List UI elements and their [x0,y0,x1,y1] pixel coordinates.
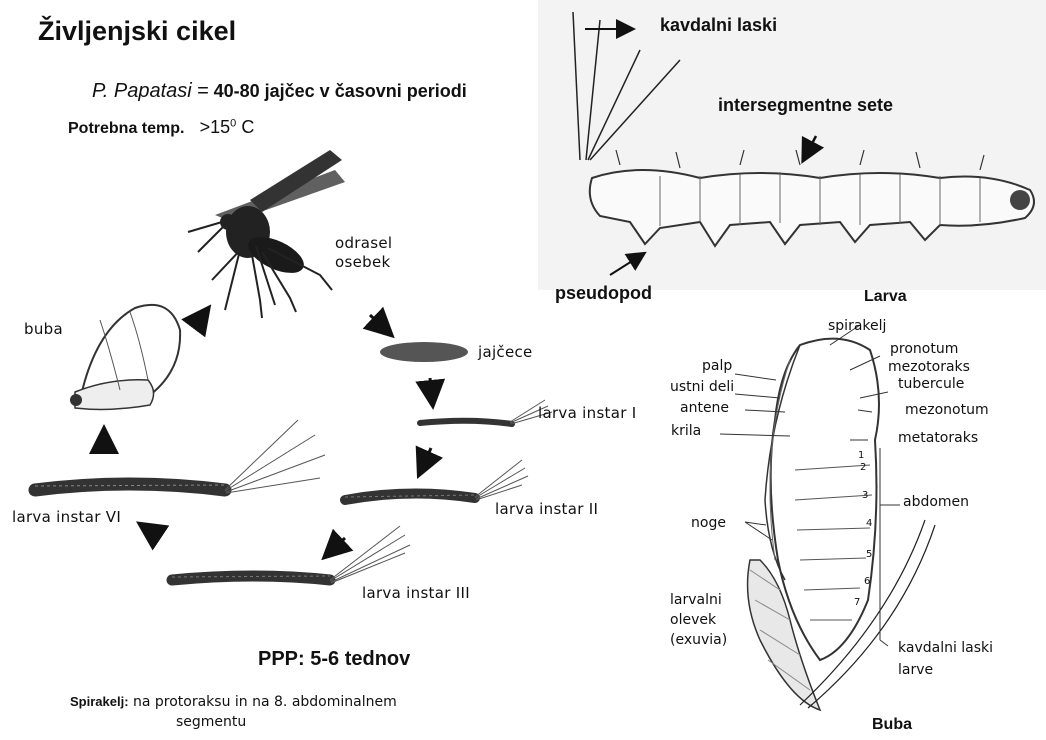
larva-instar-3-illustration [172,526,410,583]
pupa-pronotum-label: pronotum [890,341,958,357]
segment-number-5: 5 [866,549,872,560]
pupa-spiracle-label: spirakelj [828,318,886,334]
segment-number-1: 1 [858,450,864,461]
pupa-exuvia-label-line2: olevek [670,612,716,628]
segment-number-3: 3 [862,490,868,501]
adult-label-line2: osebek [335,253,390,271]
temperature-line: Potrebna temp. >150 C [68,117,254,138]
segment-number-4: 4 [866,518,872,529]
page-title: Življenjski cikel [38,16,236,47]
pupa-mezotoraks-label: mezotoraks [888,359,970,375]
egg-illustration [380,342,468,362]
egg-label: jajčece [478,343,533,361]
segment-number-6: 6 [864,576,870,587]
spiracle-note-label: Spirakelj: [70,694,129,709]
segment-number-7: 7 [854,597,860,608]
larva-pseudopod-label: pseudopod [555,283,652,304]
pupa-mouthparts-label: ustni deli [670,379,734,395]
equals-sign: = [197,80,209,102]
larva-instar-2-label: larva instar II [495,500,598,518]
larva-caudal-label: kavdalni laski [660,15,777,36]
pupa-noge-label: noge [691,515,726,531]
pupa-krila-label: krila [671,423,701,439]
ppp-duration: PPP: 5-6 tednov [258,648,410,671]
pupa-caption: Buba [872,716,912,734]
temperature-superscript: 0 [230,118,236,130]
pupa-exuvia-label-line1: larvalni [670,592,722,608]
pupa-caudal-label-line2: larve [898,662,933,678]
larva-instar-2-illustration [345,460,528,500]
temperature-label: Potrebna temp. [68,120,184,137]
pupa-antene-label: antene [680,400,729,416]
pupa-abdomen-label: abdomen [903,494,969,510]
spiracle-note-text: na protoraksu in na 8. abdominalnem [133,694,397,710]
pupa-label: buba [24,320,63,338]
larva-caption: Larva [864,288,907,306]
egg-count: 40-80 jajčec v časovni periodi [214,81,467,101]
temperature-unit: C [241,117,254,137]
larva-instar-1-illustration [420,400,552,424]
larva-diagram-illustration [573,12,1034,275]
larva-instar-6-label: larva instar VI [12,508,121,526]
segment-number-2: 2 [860,462,866,473]
pupa-tubercule-label: tubercule [898,376,964,392]
adult-label-line1: odrasel [335,234,392,252]
temperature-value: >15 [200,117,231,137]
larva-instar-6-illustration [35,420,325,493]
pupa-metatoraks-label: metatoraks [898,430,978,446]
pupa-exuvia-label-line3: (exuvia) [670,632,727,648]
spiracle-note: Spirakelj: na protoraksu in na 8. abdomi… [70,694,397,710]
adult-sandfly-illustration [188,150,345,318]
pupa-illustration [70,305,180,410]
larva-instar-3-label: larva instar III [362,584,470,602]
papatasi-line: P. Papatasi = 40-80 jajčec v časovni per… [92,80,467,103]
pupa-palp-label: palp [702,358,732,374]
pupa-mezonotum-label: mezonotum [905,402,989,418]
larva-instar-1-label: larva instar I [538,404,637,422]
spiracle-note-text-line2: segmentu [176,714,246,730]
larva-intersegment-label: intersegmentne sete [718,95,893,116]
pupa-caudal-label-line1: kavdalni laski [898,640,993,656]
species-name: P. Papatasi [92,80,192,102]
